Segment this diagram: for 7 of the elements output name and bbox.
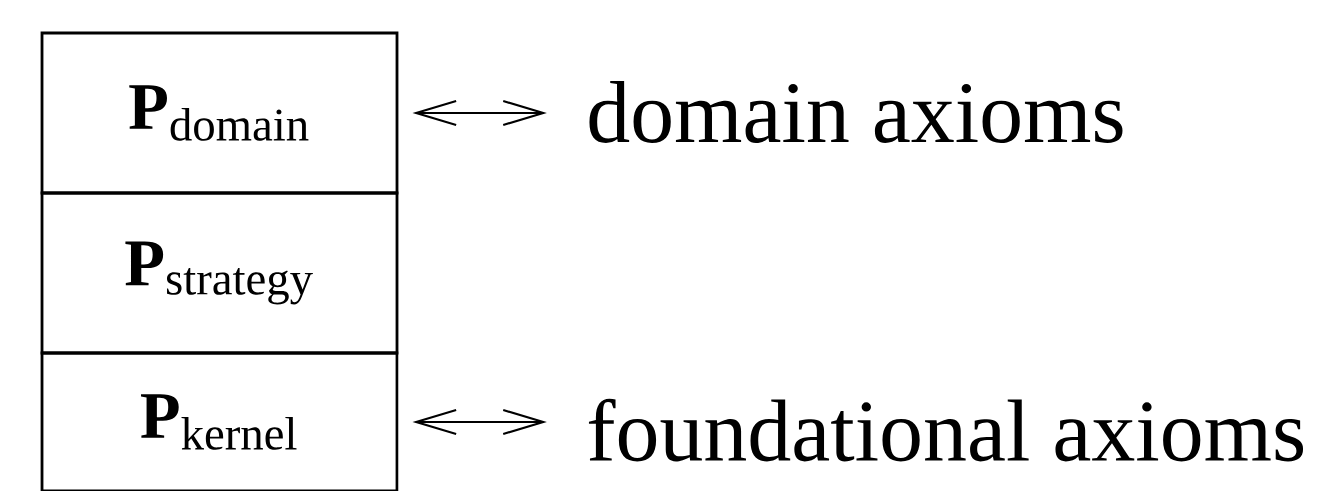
arrow (412, 99, 547, 126)
label-text: domain axioms (589, 81, 1123, 143)
arrow (412, 409, 547, 435)
label-text: foundational axioms (588, 398, 1304, 462)
layer-box: P$_{domain}$ (40, 31, 399, 195)
layer-box: P$_{strategy}$ (40, 191, 399, 355)
layer-box: P$_{kernel}$ (40, 351, 399, 491)
